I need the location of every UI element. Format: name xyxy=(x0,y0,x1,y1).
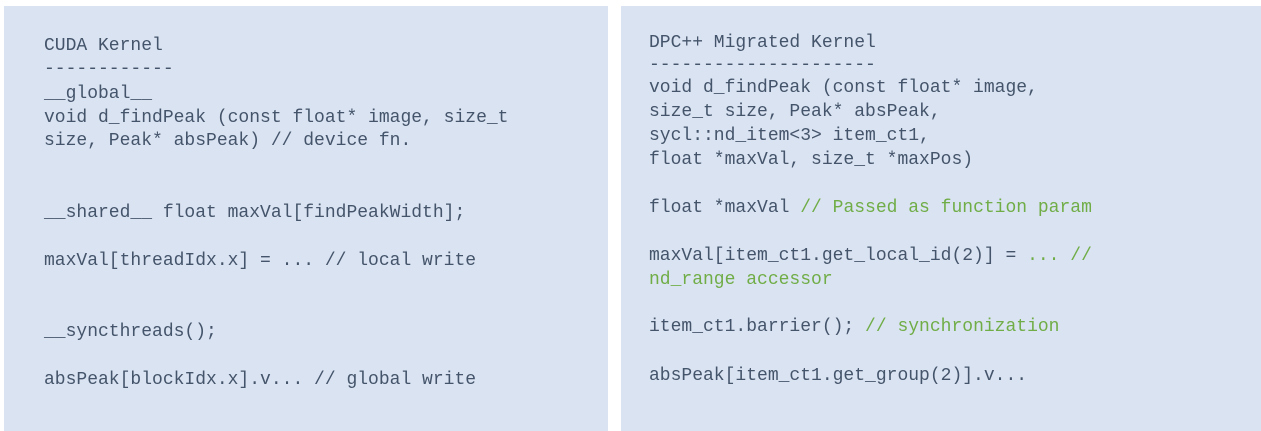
dpcpp-comment: // Passed as function param xyxy=(800,198,1092,218)
cuda-panel-title: CUDA Kernel xyxy=(44,36,163,56)
dpcpp-code-line: size_t size, Peak* absPeak, xyxy=(649,102,941,122)
cuda-code-line: void d_findPeak (const float* image, siz… xyxy=(44,108,509,128)
dpcpp-code-text: maxVal[item_ct1.get_local_id(2)] = xyxy=(649,246,1028,266)
dpcpp-code-text: float *maxVal xyxy=(649,198,801,218)
dpcpp-code-line: item_ct1.barrier(); // synchronization xyxy=(649,316,1059,340)
dpcpp-title-underline: --------------------- xyxy=(649,55,876,75)
cuda-code-line: __syncthreads(); xyxy=(44,322,217,342)
dpcpp-code-line: float *maxVal, size_t *maxPos) xyxy=(649,150,974,170)
cuda-code-line: absPeak[blockIdx.x].v... // global write xyxy=(44,370,477,390)
dpcpp-comment: // synchronization xyxy=(865,317,1060,337)
dpcpp-code-text: item_ct1.barrier(); xyxy=(649,317,866,337)
cuda-code-line: __global__ xyxy=(44,84,153,104)
cuda-title-underline: ------------ xyxy=(44,59,174,79)
dpcpp-comment: ... // xyxy=(1027,246,1092,266)
dpcpp-kernel-panel: DPC++ Migrated Kernel ------------------… xyxy=(621,6,1261,431)
cuda-code-line: size, Peak* absPeak) // device fn. xyxy=(44,131,412,151)
cuda-kernel-panel: CUDA Kernel ------------ __global__ void… xyxy=(4,6,608,431)
dpcpp-code-line: float *maxVal // Passed as function para… xyxy=(649,197,1092,221)
dpcpp-code-line: void d_findPeak (const float* image, xyxy=(649,78,1038,98)
cuda-code-block: CUDA Kernel ------------ __global__ void… xyxy=(4,6,508,390)
dpcpp-code-block: DPC++ Migrated Kernel ------------------… xyxy=(621,6,1092,406)
dpcpp-panel-title: DPC++ Migrated Kernel xyxy=(649,33,876,53)
cuda-code-line: maxVal[threadIdx.x] = ... // local write xyxy=(44,251,477,271)
dpcpp-code-line: sycl::nd_item<3> item_ct1, xyxy=(649,126,930,146)
dpcpp-code-line: absPeak[item_ct1.get_group(2)].v... xyxy=(649,366,1028,386)
dpcpp-code-line: maxVal[item_ct1.get_local_id(2)] = ... /… xyxy=(649,245,1092,269)
dpcpp-comment: nd_range accessor xyxy=(649,270,833,290)
cuda-code-line: __shared__ float maxVal[findPeakWidth]; xyxy=(44,203,466,223)
